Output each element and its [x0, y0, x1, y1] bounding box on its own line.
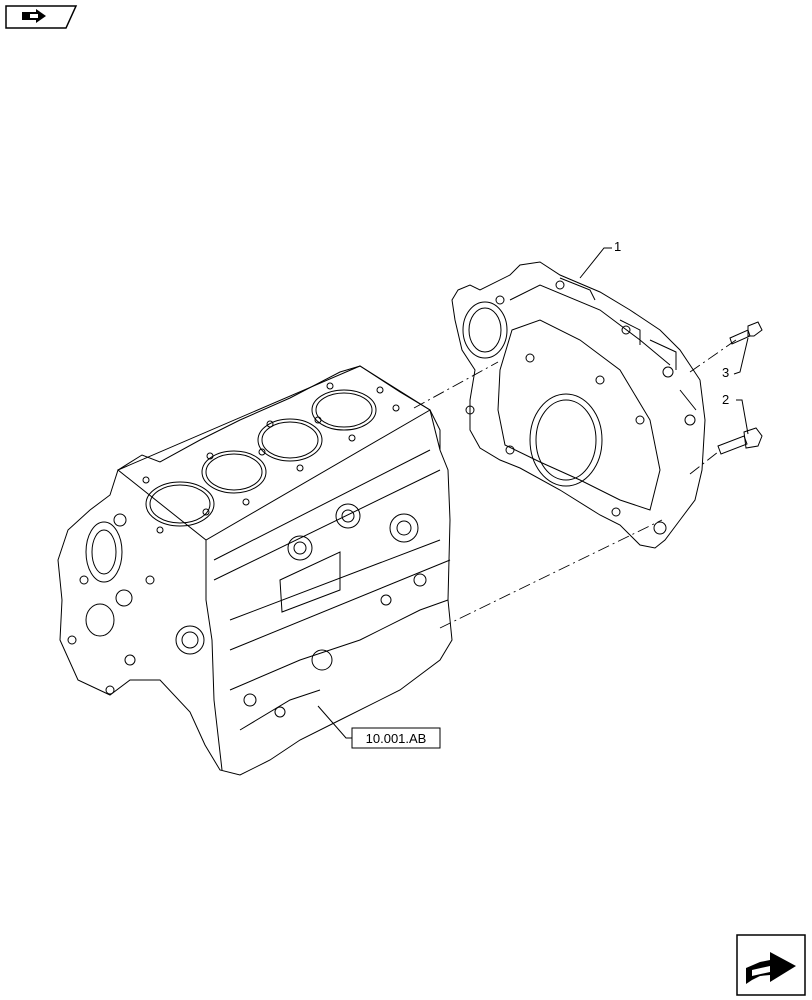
- assembly-lines: [413, 339, 737, 629]
- callout-part-1: 1: [614, 239, 621, 254]
- previous-page-arrow-icon[interactable]: [5, 5, 78, 29]
- bolt-part-2-illustration: [717, 427, 763, 455]
- callout-part-3: 3: [722, 365, 729, 380]
- bolt-part-3-illustration: [729, 321, 763, 345]
- engine-block-illustration: [57, 365, 453, 776]
- leader-lines: [317, 247, 749, 739]
- next-page-arrow-icon[interactable]: [736, 934, 806, 996]
- rear-cover-illustration: [451, 261, 706, 549]
- reference-box[interactable]: 10.001.AB: [351, 727, 441, 749]
- reference-label: 10.001.AB: [366, 731, 427, 746]
- callout-part-2: 2: [722, 392, 729, 407]
